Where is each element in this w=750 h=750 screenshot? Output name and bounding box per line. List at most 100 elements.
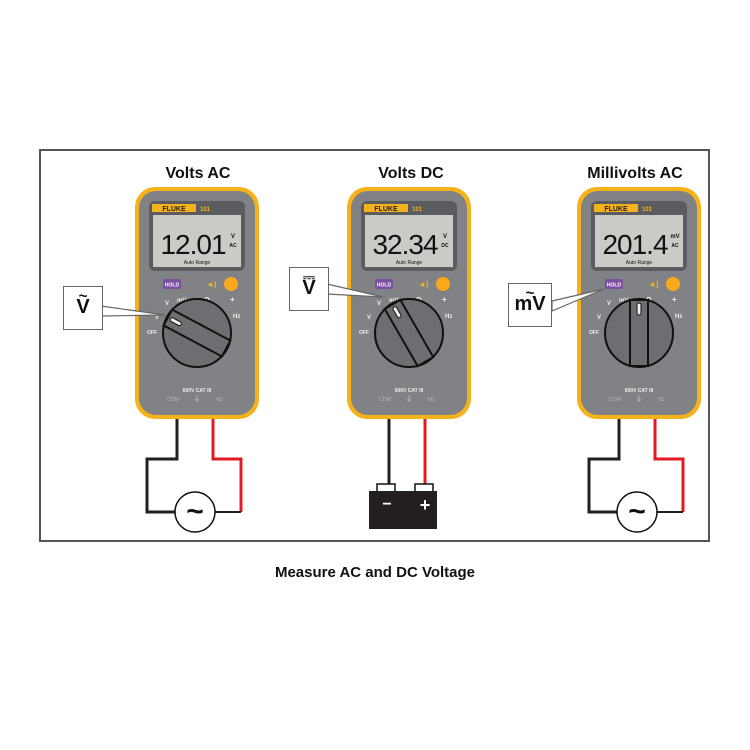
lcd-reading: 32.34 [372, 229, 437, 260]
callout-volts-ac: ~ V [63, 286, 103, 330]
ac-tilde-mark: ~ [525, 285, 535, 302]
dial-pointer [392, 306, 402, 319]
hold-button [375, 279, 393, 289]
battery-pos-terminal [414, 483, 434, 493]
dc-bar-mark: ⎓ [303, 269, 315, 286]
terminal-com: COM [379, 397, 391, 403]
dial-label-vac: V [597, 315, 601, 321]
continuity-symbol: ◄) [418, 280, 429, 289]
figure-caption: Measure AC and DC Voltage [274, 564, 476, 581]
dial-knob [629, 299, 649, 367]
lcd-mode: DC [441, 243, 449, 249]
dial-label-capacitance: + [230, 295, 235, 304]
ground-symbol: ⏚ [636, 395, 643, 403]
dial-label-mv: mV [619, 298, 628, 304]
dial-label-hz: Hz [233, 314, 240, 320]
terminal-v-ohm: VΩ [427, 397, 434, 403]
ac-tilde-mark: ~ [78, 288, 88, 305]
battery-positive-label: + [420, 495, 431, 515]
dial-label-vac: V [367, 315, 371, 321]
callout-leader [551, 288, 605, 312]
lcd-mode: AC [671, 243, 679, 249]
diagram-frame [39, 149, 710, 542]
dial-label-vdc: V [607, 301, 611, 307]
black-test-lead [587, 419, 621, 514]
ac-source-symbol: ~ [628, 495, 646, 528]
dial-label-capacitance: + [442, 295, 447, 304]
hold-label: HOLD [377, 283, 392, 289]
continuity-symbol: ◄) [206, 280, 217, 289]
battery-neg-terminal [376, 483, 396, 493]
cat-rating: 600V CAT III [183, 388, 212, 394]
lcd-range: Auto Range [626, 260, 653, 266]
brand-logo: FLUKE [374, 206, 398, 213]
lcd-unit: V [443, 234, 447, 240]
callout-unit: mV [514, 293, 546, 315]
model-number: 101 [200, 207, 211, 213]
dial-pointer [169, 317, 182, 327]
hold-label: HOLD [607, 283, 622, 289]
terminal-com: COM [167, 397, 179, 403]
dial-label-hz: Hz [445, 314, 452, 320]
hold-button [163, 279, 181, 289]
dial-grip [383, 298, 435, 368]
battery-body [369, 491, 437, 529]
dial-label-vac: V [155, 315, 159, 321]
rotary-dial [162, 298, 232, 368]
dial-label-mv: mV [177, 298, 186, 304]
panel-title-volts-dc: Volts DC [378, 165, 444, 182]
lcd-screen [365, 215, 453, 267]
terminal-v-ohm: VΩ [215, 397, 222, 403]
lcd-unit: mV [670, 234, 679, 240]
callout-volts-dc: ⎓ V [289, 267, 329, 311]
dial-label-hz: Hz [675, 314, 682, 320]
ac-source-symbol: ~ [186, 495, 204, 528]
panel-title-millivolts-ac: Millivolts AC [587, 165, 683, 182]
dial-knob [383, 298, 435, 368]
dial-label-off: OFF [147, 330, 157, 336]
continuity-symbol: ◄) [648, 280, 659, 289]
dial-grip [162, 308, 232, 358]
ground-symbol: ⏚ [406, 395, 413, 403]
dial-pointer [636, 302, 642, 316]
cat-rating: 600V CAT III [395, 388, 424, 394]
dial-label-off: OFF [359, 330, 369, 336]
function-button [436, 277, 450, 291]
function-button [224, 277, 238, 291]
dial-knob [162, 308, 232, 358]
cat-rating: 600V CAT III [625, 388, 654, 394]
brand-logo: FLUKE [604, 206, 628, 213]
battery-icon: −+ [369, 483, 437, 529]
lcd-mode: AC [229, 243, 237, 249]
brand-bar [594, 204, 638, 212]
ground-symbol: ⏚ [194, 395, 201, 403]
red-test-lead [211, 419, 243, 512]
lcd-range: Auto Range [184, 260, 211, 266]
callout-unit: V [302, 277, 316, 299]
dial-label-vdc: V [165, 301, 169, 307]
panel-title-volts-ac: Volts AC [165, 165, 231, 182]
battery-negative-label: − [382, 496, 391, 513]
lcd-reading: 12.01 [160, 229, 225, 260]
function-button [666, 277, 680, 291]
dial-grip [629, 299, 649, 367]
callout-millivolts-ac: ~ mV [508, 283, 552, 327]
lcd-reading: 201.4 [602, 229, 667, 260]
dial-label-vdc: V [377, 301, 381, 307]
model-number: 101 [412, 207, 423, 213]
lcd-screen [595, 215, 683, 267]
terminal-com: COM [609, 397, 621, 403]
hold-label: HOLD [165, 283, 180, 289]
terminal-v-ohm: VΩ [657, 397, 664, 403]
brand-bar [152, 204, 196, 212]
lcd-unit: V [231, 234, 235, 240]
model-number: 101 [642, 207, 653, 213]
dial-label-mv: mV [389, 298, 398, 304]
black-test-lead [145, 419, 179, 514]
callout-unit: V [76, 296, 90, 318]
lcd-screen [153, 215, 241, 267]
ac-source-icon [174, 491, 216, 533]
